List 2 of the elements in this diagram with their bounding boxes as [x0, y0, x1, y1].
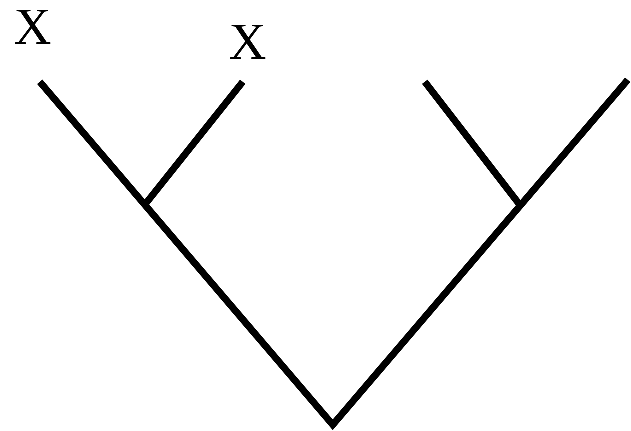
- tip-label: X: [14, 2, 52, 54]
- tip-label: X: [229, 17, 267, 69]
